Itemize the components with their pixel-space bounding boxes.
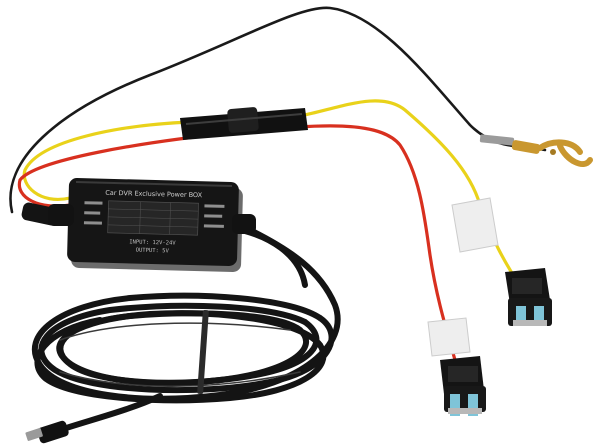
fuse-tap-upper: [505, 268, 552, 326]
mini-usb-plug: [25, 420, 69, 444]
inline-fuse-holder: [180, 107, 308, 140]
box-spec-line-1: INPUT: 12V-24V: [129, 239, 176, 246]
twist-tie: [197, 310, 209, 394]
box-header-text: Car DVR Exclusive Power BOX: [105, 189, 203, 200]
ground-wire-black: [9, 6, 547, 214]
converter-box: Car DVR Exclusive Power BOX INPUT: 12V-2…: [48, 177, 256, 273]
fork-terminal: [479, 134, 593, 167]
box-spec-line-2: OUTPUT: 5V: [136, 248, 170, 255]
red-wire: [17, 124, 457, 362]
fuse-tap-lower: [440, 356, 486, 416]
wire-tag-upper: [451, 197, 499, 253]
wire-tag-lower: [427, 317, 471, 357]
